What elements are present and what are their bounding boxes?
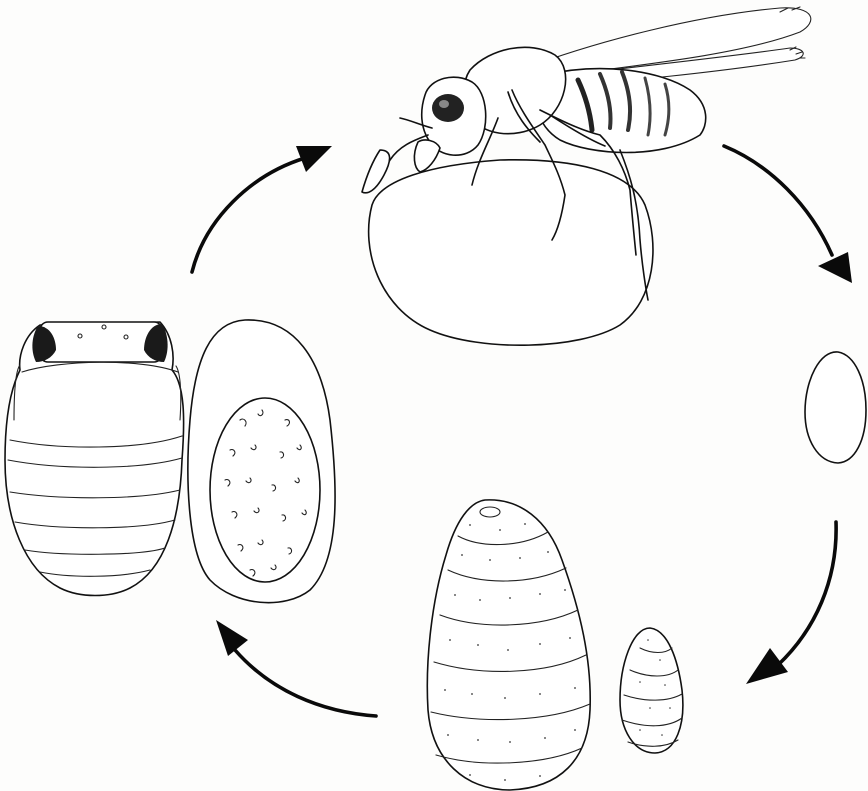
- arrow-pupa-to-adult: [192, 146, 332, 272]
- cocoon-inner: [210, 398, 320, 582]
- adult-wasp-on-host-egg-icon: [362, 7, 811, 345]
- pupa-ocellus: [102, 325, 106, 329]
- pupa-ocellus: [124, 335, 128, 339]
- large-larva: [427, 500, 590, 790]
- eye-highlight: [439, 100, 449, 108]
- egg-icon: [805, 352, 866, 463]
- pupa-head: [40, 322, 162, 362]
- pupa-ocellus: [78, 334, 82, 338]
- larva-mouth: [480, 507, 500, 517]
- antenna-right-club: [414, 140, 440, 172]
- pupa-and-cocoon-icon: [5, 320, 335, 603]
- host-egg-shape: [369, 160, 653, 345]
- egg-shape: [805, 352, 866, 463]
- arrow-egg-to-larvae: [746, 522, 836, 684]
- arrow-larvae-to-pupa: [216, 620, 376, 716]
- compound-eye: [432, 94, 464, 122]
- larvae-icon: [427, 500, 683, 790]
- small-larva: [620, 628, 683, 753]
- antenna-left-club: [362, 150, 390, 193]
- arrow-adult-to-egg: [724, 146, 852, 283]
